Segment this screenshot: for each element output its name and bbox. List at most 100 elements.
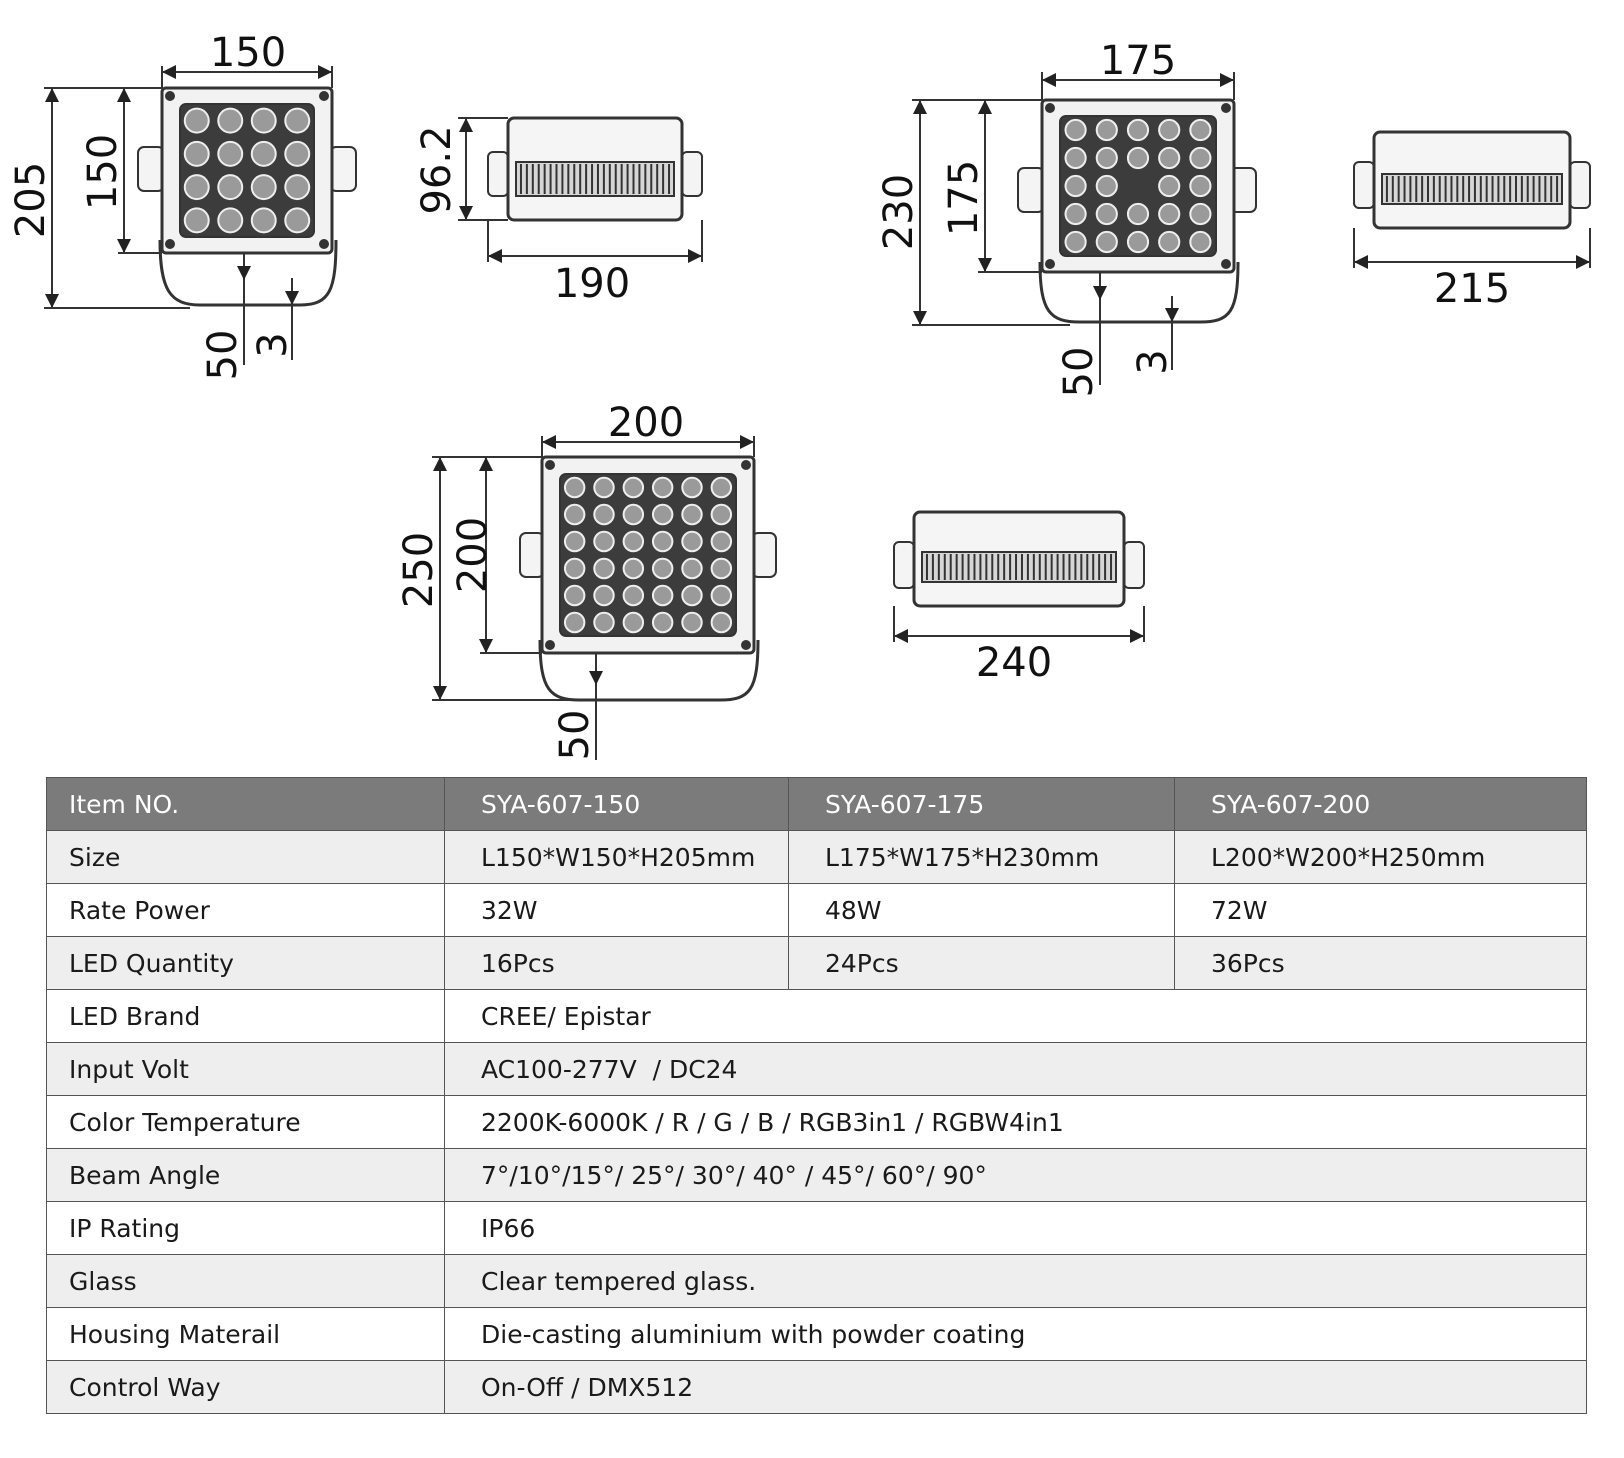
led-lens <box>651 503 674 526</box>
led-lens <box>710 557 733 580</box>
row-value: Clear tempered glass. <box>444 1254 1587 1308</box>
heat-fins-200 <box>925 554 1113 580</box>
row-value: 72W <box>1174 883 1587 937</box>
dim-150-width: 150 <box>210 30 286 76</box>
led-lens <box>651 557 674 580</box>
led-lens <box>622 557 645 580</box>
led-lens <box>710 530 733 553</box>
row-value: 36Pcs <box>1174 936 1587 990</box>
led-lens <box>1064 146 1087 170</box>
led-lens <box>563 530 586 553</box>
led-lens <box>1189 174 1212 198</box>
led-lens <box>622 503 645 526</box>
row-label: Beam Angle <box>46 1148 445 1202</box>
row-value: 2200K-6000K / R / G / B / RGB3in1 / RGBW… <box>444 1095 1587 1149</box>
dim-150-height: 205 <box>8 162 54 238</box>
led-lens <box>1126 230 1150 254</box>
led-lens <box>217 207 244 234</box>
row-value: 32W <box>444 883 789 937</box>
row-value: L150*W150*H205mm <box>444 830 789 884</box>
led-lens <box>681 530 703 553</box>
led-lens <box>681 503 703 526</box>
led-lens <box>250 140 277 167</box>
spec-row-led-quantity: LED Quantity 16Pcs 24Pcs 36Pcs <box>46 936 1587 990</box>
row-value: 16Pcs <box>444 936 789 990</box>
header-model-175: SYA-607-175 <box>788 777 1175 831</box>
led-lens <box>1095 202 1118 226</box>
led-lens <box>622 584 645 607</box>
dim-150-face-height: 150 <box>80 134 126 210</box>
led-lens <box>1126 118 1150 142</box>
header-model-150: SYA-607-150 <box>444 777 789 831</box>
dim-175-face-height: 175 <box>941 160 987 236</box>
led-lens <box>563 476 586 499</box>
row-value: AC100-277V / DC24 <box>444 1042 1587 1096</box>
led-lens <box>1064 174 1087 198</box>
led-lens <box>563 584 586 607</box>
led-lens <box>681 584 703 607</box>
row-value: IP66 <box>444 1201 1587 1255</box>
led-grid-150 <box>183 107 311 234</box>
spec-table: Item NO. SYA-607-150 SYA-607-175 SYA-607… <box>46 777 1587 1414</box>
row-value: 24Pcs <box>788 936 1175 990</box>
led-lens <box>651 476 674 499</box>
dim-200-length: 240 <box>976 640 1052 686</box>
side-view-175 <box>1353 130 1591 269</box>
dim-200-width: 200 <box>608 400 684 446</box>
dim-175-width: 175 <box>1100 38 1176 84</box>
spec-row-rate-power: Rate Power 32W 48W 72W <box>46 883 1587 937</box>
led-lens <box>1158 230 1181 254</box>
dim-200-height: 250 <box>396 532 442 608</box>
led-lens <box>1189 118 1212 142</box>
dim-150-depth: 96.2 <box>414 125 460 214</box>
led-lens <box>250 174 277 201</box>
led-lens <box>1095 146 1118 170</box>
dim-175-gap: 3 <box>1130 349 1176 374</box>
header-item-no: Item NO. <box>46 777 445 831</box>
side-view-150 <box>458 116 703 263</box>
led-lens <box>1095 118 1118 142</box>
led-lens <box>217 140 244 167</box>
led-lens <box>250 107 277 134</box>
front-view-200 <box>432 435 777 760</box>
row-label: LED Brand <box>46 989 445 1043</box>
led-lens <box>651 530 674 553</box>
dim-175-height: 230 <box>876 174 922 250</box>
spec-row-glass: Glass Clear tempered glass. <box>46 1254 1587 1308</box>
dim-175-length: 215 <box>1434 266 1510 312</box>
spec-row-led-brand: LED Brand CREE/ Epistar <box>46 989 1587 1043</box>
row-label: Input Volt <box>46 1042 445 1096</box>
header-model-200: SYA-607-200 <box>1174 777 1587 831</box>
led-lens <box>1158 174 1181 198</box>
led-lens <box>593 584 615 607</box>
led-lens <box>563 503 586 526</box>
led-lens <box>593 503 615 526</box>
led-grid-175 <box>1064 118 1212 254</box>
led-lens <box>284 107 311 134</box>
spec-row-housing-material: Housing Materail Die-casting aluminium w… <box>46 1307 1587 1361</box>
led-lens <box>1126 202 1150 226</box>
front-view-175 <box>912 72 1257 385</box>
dim-150-gap: 3 <box>250 332 296 357</box>
led-lens <box>1095 230 1118 254</box>
led-lens <box>284 207 311 234</box>
led-lens <box>183 174 210 201</box>
front-view-150 <box>44 65 357 365</box>
led-lens <box>622 611 645 634</box>
row-value: On-Off / DMX512 <box>444 1360 1587 1414</box>
led-lens <box>710 611 733 634</box>
led-lens <box>1095 174 1118 198</box>
led-lens <box>1189 230 1212 254</box>
spec-header-row: Item NO. SYA-607-150 SYA-607-175 SYA-607… <box>46 777 1587 831</box>
spec-row-size: Size L150*W150*H205mm L175*W175*H230mm L… <box>46 830 1587 884</box>
dim-150-bracket: 50 <box>200 330 246 381</box>
led-lens <box>593 611 615 634</box>
row-label: Glass <box>46 1254 445 1308</box>
led-lens <box>1189 146 1212 170</box>
led-lens <box>1064 230 1087 254</box>
led-lens <box>217 174 244 201</box>
dim-200-face-height: 200 <box>450 517 496 593</box>
led-lens <box>563 611 586 634</box>
led-lens <box>1158 118 1181 142</box>
led-lens <box>563 557 586 580</box>
